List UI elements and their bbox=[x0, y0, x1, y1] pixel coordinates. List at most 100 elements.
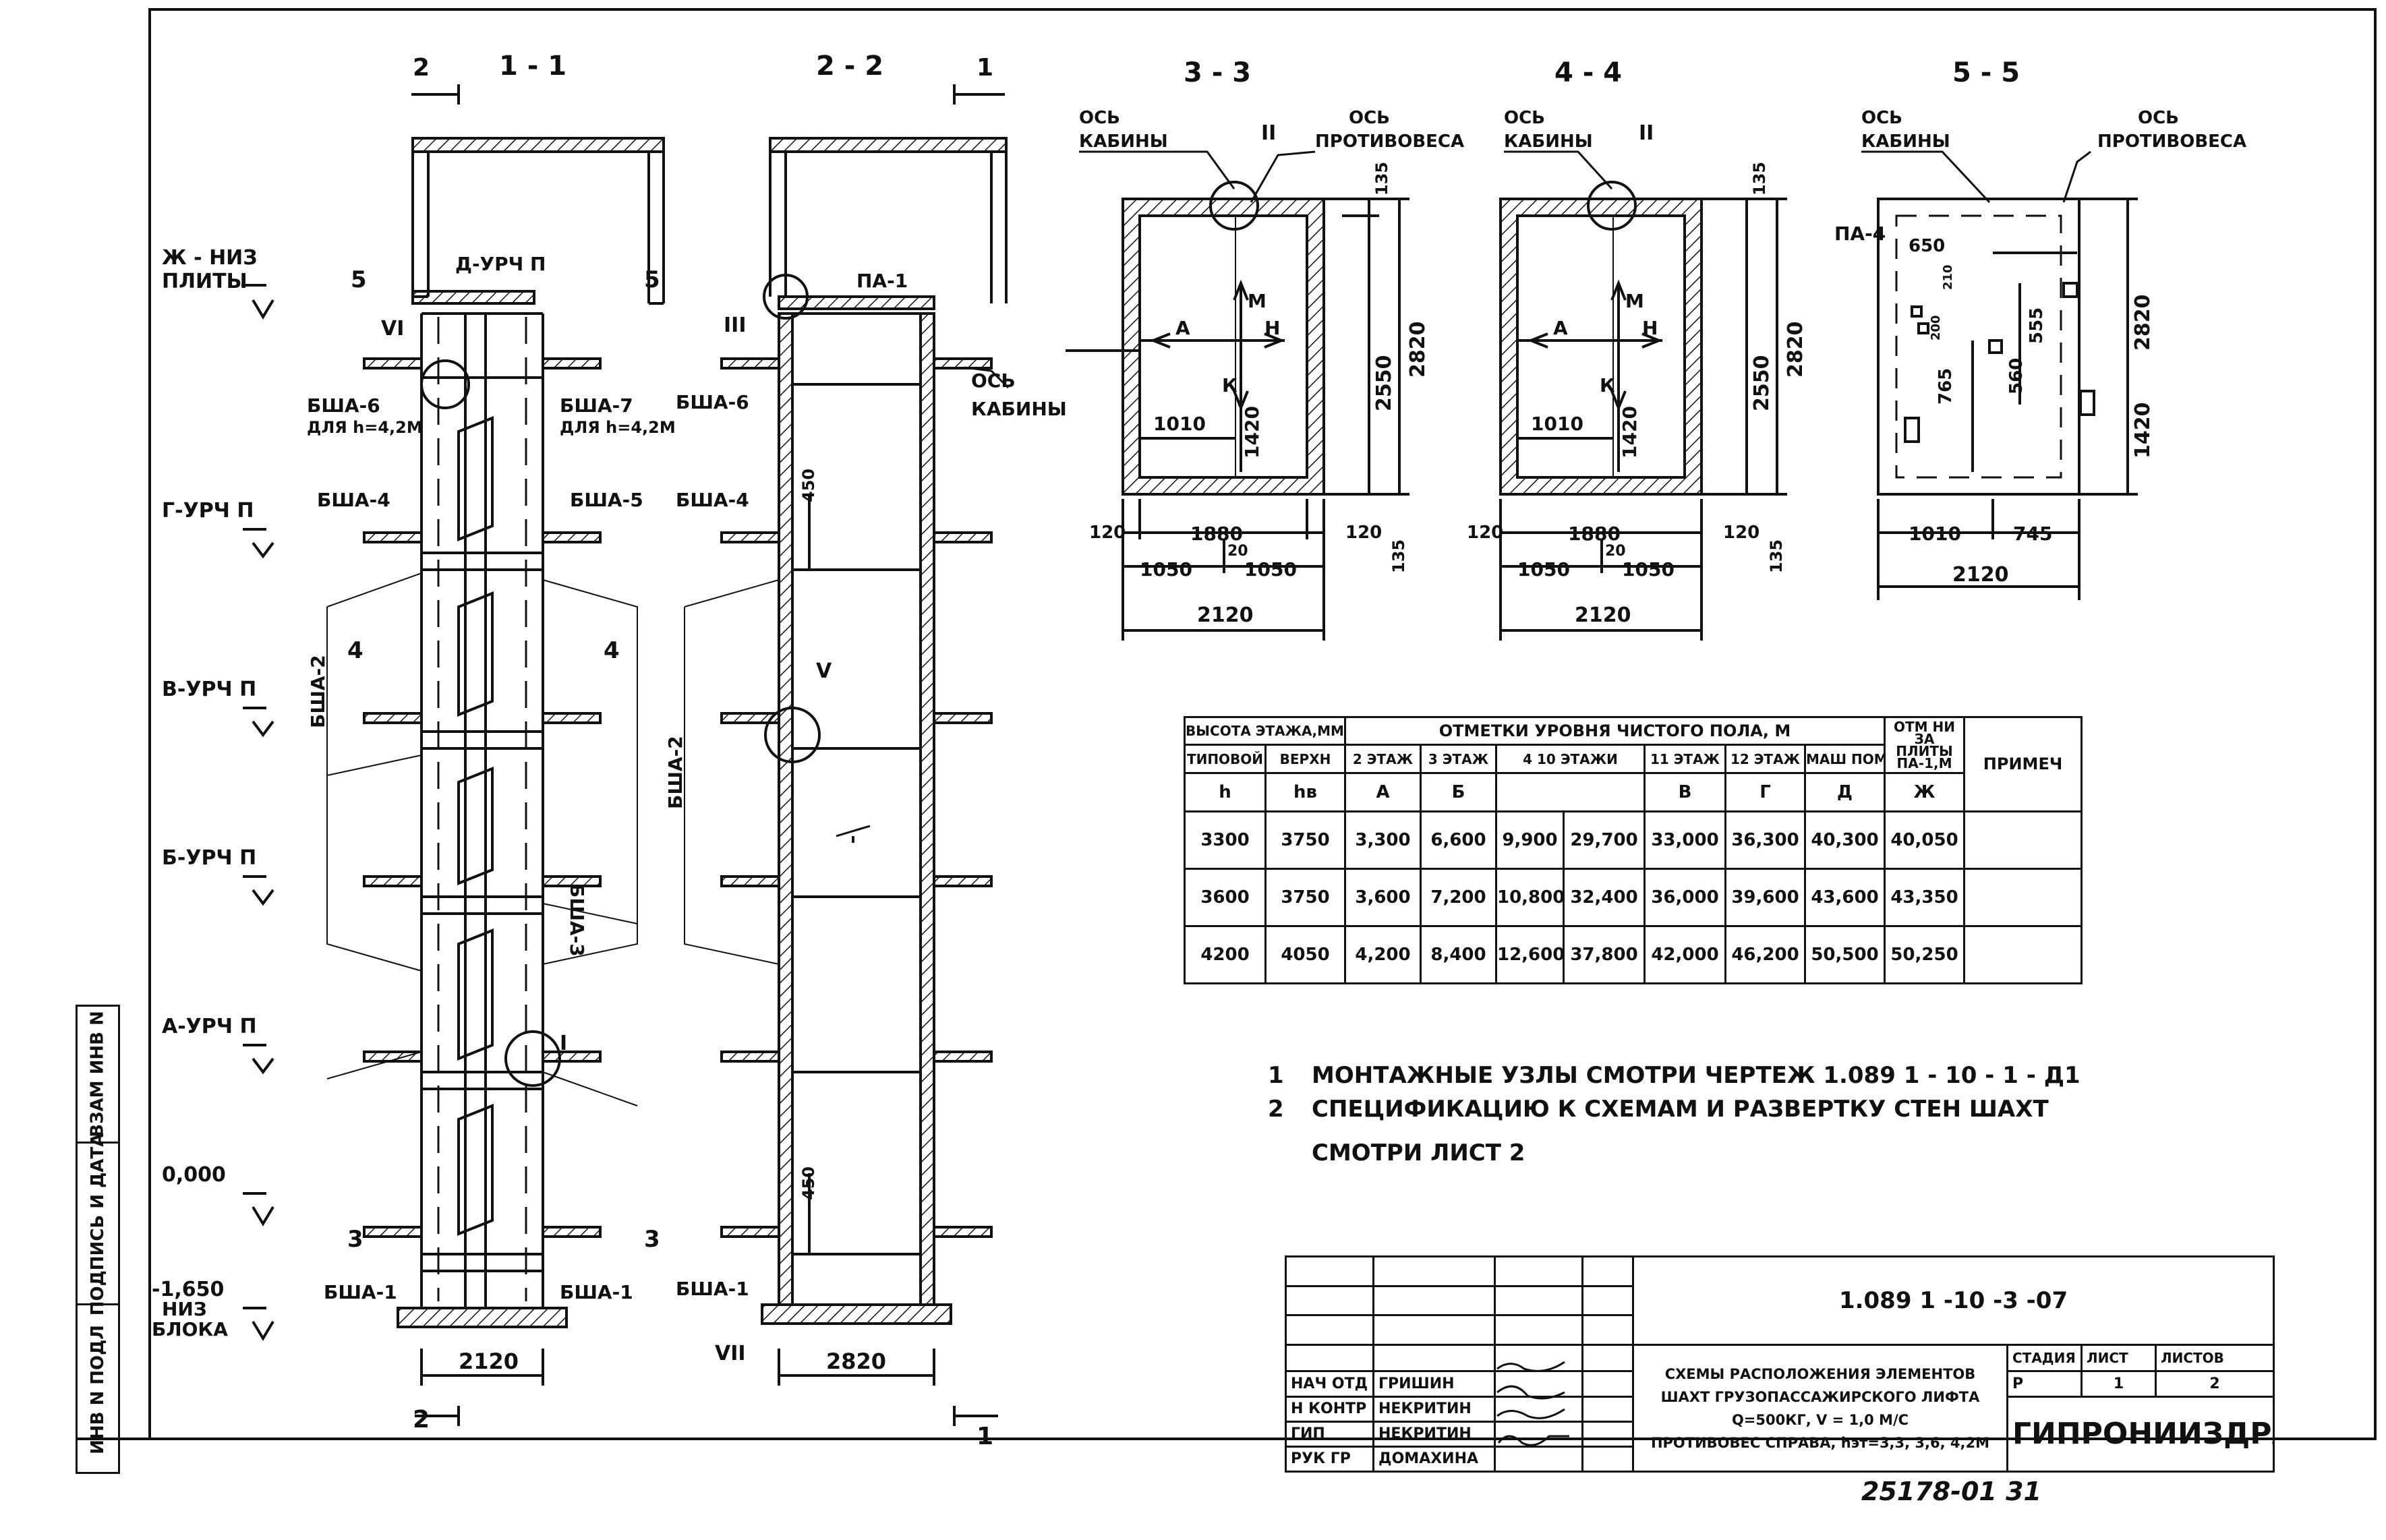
cell: 32,400 bbox=[1563, 867, 1646, 927]
axis-44-cabin: КАБИНЫ bbox=[1504, 131, 1593, 152]
axis-33-cabin: КАБИНЫ bbox=[1079, 131, 1168, 152]
side-label-1: ВЗАМ ИНВ N bbox=[88, 1011, 109, 1137]
dim-560-55: 560 bbox=[2006, 357, 2027, 394]
block-bsha-6-22: БША-6 bbox=[676, 391, 749, 413]
dim-200-55: 200 bbox=[1929, 315, 1943, 340]
sheet-header: ЛИСТ bbox=[2081, 1344, 2157, 1373]
dim-120-33-r: 120 bbox=[1345, 523, 1383, 543]
node-II-4: II bbox=[1639, 121, 1654, 145]
cut-mark-3-right: 3 bbox=[644, 1226, 660, 1253]
dim-1420-33: 1420 bbox=[1241, 406, 1263, 458]
cell: 33,000 bbox=[1643, 810, 1726, 870]
section-5-5 bbox=[1877, 198, 2138, 600]
archive-number: 25178-01 31 bbox=[1861, 1477, 2041, 1506]
section-title-5-5: 5 - 5 bbox=[1952, 57, 2020, 88]
cut-mark-1-bottom: 1 bbox=[977, 1423, 994, 1450]
dim-1050-44-r: 1050 bbox=[1622, 558, 1675, 581]
stage-header: СТАДИЯ bbox=[2006, 1344, 2083, 1373]
note-2-num: 2 bbox=[1268, 1096, 1284, 1123]
cell: 3,600 bbox=[1344, 867, 1422, 927]
cell: 39,600 bbox=[1724, 867, 1806, 927]
role-1: НАЧ ОТД bbox=[1285, 1370, 1374, 1398]
arrow-k-33: К bbox=[1222, 374, 1238, 396]
cut-mark-5-left: 5 bbox=[351, 266, 367, 293]
dim-2550-33: 2550 bbox=[1372, 355, 1396, 412]
drawing-title: СХЕМЫ РАСПОЛОЖЕНИЯ ЭЛЕМЕНТОВ ШАХТ ГРУЗОП… bbox=[1632, 1344, 2008, 1473]
cut-mark-5-right: 5 bbox=[644, 266, 660, 293]
stage-value: Р bbox=[2006, 1370, 2083, 1398]
th-machine-room: МАШ ПОМ bbox=[1803, 744, 1886, 774]
cut-mark-2-bottom: 2 bbox=[413, 1406, 430, 1433]
side-label-2: ПОДПИСЬ И ДАТА bbox=[88, 1133, 108, 1316]
node-VI: VI bbox=[381, 317, 405, 340]
sheet-value: 1 bbox=[2081, 1370, 2157, 1398]
level-bottom-sub1: НИЗ bbox=[162, 1298, 207, 1320]
table-row: 3300 3750 3,300 6,600 9,900 29,700 33,00… bbox=[1184, 810, 2083, 870]
dim-135-44-top: 135 bbox=[1750, 161, 1769, 196]
block-bsha-1-22: БША-1 bbox=[676, 1278, 749, 1300]
node-I: I bbox=[560, 1032, 568, 1055]
cell: 3750 bbox=[1264, 867, 1346, 927]
note-2-cont: СМОТРИ ЛИСТ 2 bbox=[1312, 1139, 1525, 1166]
th-sym-zh: Ж bbox=[1884, 771, 1966, 812]
cell: 3600 bbox=[1184, 867, 1267, 927]
block-bsha-1-left: БША-1 bbox=[324, 1281, 397, 1303]
table-row: 4200 4050 4,200 8,400 12,600 37,800 42,0… bbox=[1184, 924, 2083, 985]
cell: 36,300 bbox=[1724, 810, 1806, 870]
block-bsha-2-22: БША-2 bbox=[664, 736, 687, 809]
cell: 42,000 bbox=[1643, 924, 1726, 985]
axis-leaders bbox=[964, 150, 2091, 389]
cell: 7,200 bbox=[1420, 867, 1497, 927]
cell: 8,400 bbox=[1420, 924, 1497, 985]
cell bbox=[1963, 924, 2083, 985]
axis-55-os-counter: ОСЬ bbox=[2138, 108, 2180, 128]
name-1: ГРИШИН bbox=[1372, 1370, 1496, 1398]
dim-120-44-l: 120 bbox=[1467, 523, 1504, 543]
block-bsha-7-note: ДЛЯ h=4,2М bbox=[560, 418, 676, 437]
dim-2820-55: 2820 bbox=[2131, 294, 2155, 351]
th-sym-blank bbox=[1495, 771, 1646, 812]
dim-1050-44-l: 1050 bbox=[1517, 558, 1570, 581]
block-bsha-7: БША-7 bbox=[560, 394, 633, 417]
section-title-3-3: 3 - 3 bbox=[1184, 57, 1252, 88]
sheet-frame bbox=[148, 8, 2377, 1440]
arrow-m-44: М bbox=[1625, 290, 1644, 312]
th-floor-11: 11 ЭТАЖ bbox=[1643, 744, 1726, 774]
th-sym-b: Б bbox=[1420, 771, 1497, 812]
cell: 4,200 bbox=[1344, 924, 1422, 985]
arrow-h-33: Н bbox=[1264, 317, 1281, 339]
th-sym-d: Д bbox=[1803, 771, 1886, 812]
cell: 37,800 bbox=[1563, 924, 1646, 985]
dim-135-33-bot: 135 bbox=[1389, 539, 1408, 573]
node-V: V bbox=[816, 659, 832, 683]
block-bsha-4: БША-4 bbox=[317, 489, 390, 511]
th-typical: ТИПОВОЙ bbox=[1184, 744, 1267, 774]
plate-pa-4: ПА-4 bbox=[1834, 223, 1886, 245]
level-a: А-УРЧ П bbox=[162, 1015, 257, 1038]
level-g: Г-УРЧ П bbox=[162, 499, 254, 523]
dim-1880-33: 1880 bbox=[1190, 523, 1243, 545]
block-bsha-1-right: БША-1 bbox=[560, 1281, 633, 1303]
sheets-value: 2 bbox=[2154, 1370, 2275, 1398]
dim-1010-33: 1010 bbox=[1153, 413, 1206, 435]
name-2: НЕКРИТИН bbox=[1372, 1395, 1496, 1423]
block-bsha-6: БША-6 bbox=[307, 394, 380, 417]
cell: 46,200 bbox=[1724, 924, 1806, 985]
section-title-4-4: 4 - 4 bbox=[1554, 57, 1623, 88]
dim-555-55: 555 bbox=[2027, 307, 2047, 344]
cut-mark-2-top: 2 bbox=[413, 54, 430, 82]
cell: 29,700 bbox=[1563, 810, 1646, 870]
plate-pa-1: ПА-1 bbox=[856, 270, 908, 292]
th-floor-height: ВЫСОТА ЭТАЖА,ММ bbox=[1184, 715, 1346, 746]
dim-2120-11: 2120 bbox=[459, 1349, 519, 1374]
dim-650-55: 650 bbox=[1909, 236, 1946, 256]
axis-55-os-cabin: ОСЬ bbox=[1861, 108, 1903, 128]
cell: 43,350 bbox=[1884, 867, 1966, 927]
th-floor-2: 2 ЭТАЖ bbox=[1344, 744, 1422, 774]
sheets-header: ЛИСТОВ bbox=[2154, 1344, 2275, 1373]
dim-1420-55: 1420 bbox=[2131, 402, 2155, 459]
note-2-text: СПЕЦИФИКАЦИЮ К СХЕМАМ И РАЗВЕРТКУ СТЕН Ш… bbox=[1312, 1096, 2049, 1123]
th-sym-hv: hв bbox=[1264, 771, 1346, 812]
